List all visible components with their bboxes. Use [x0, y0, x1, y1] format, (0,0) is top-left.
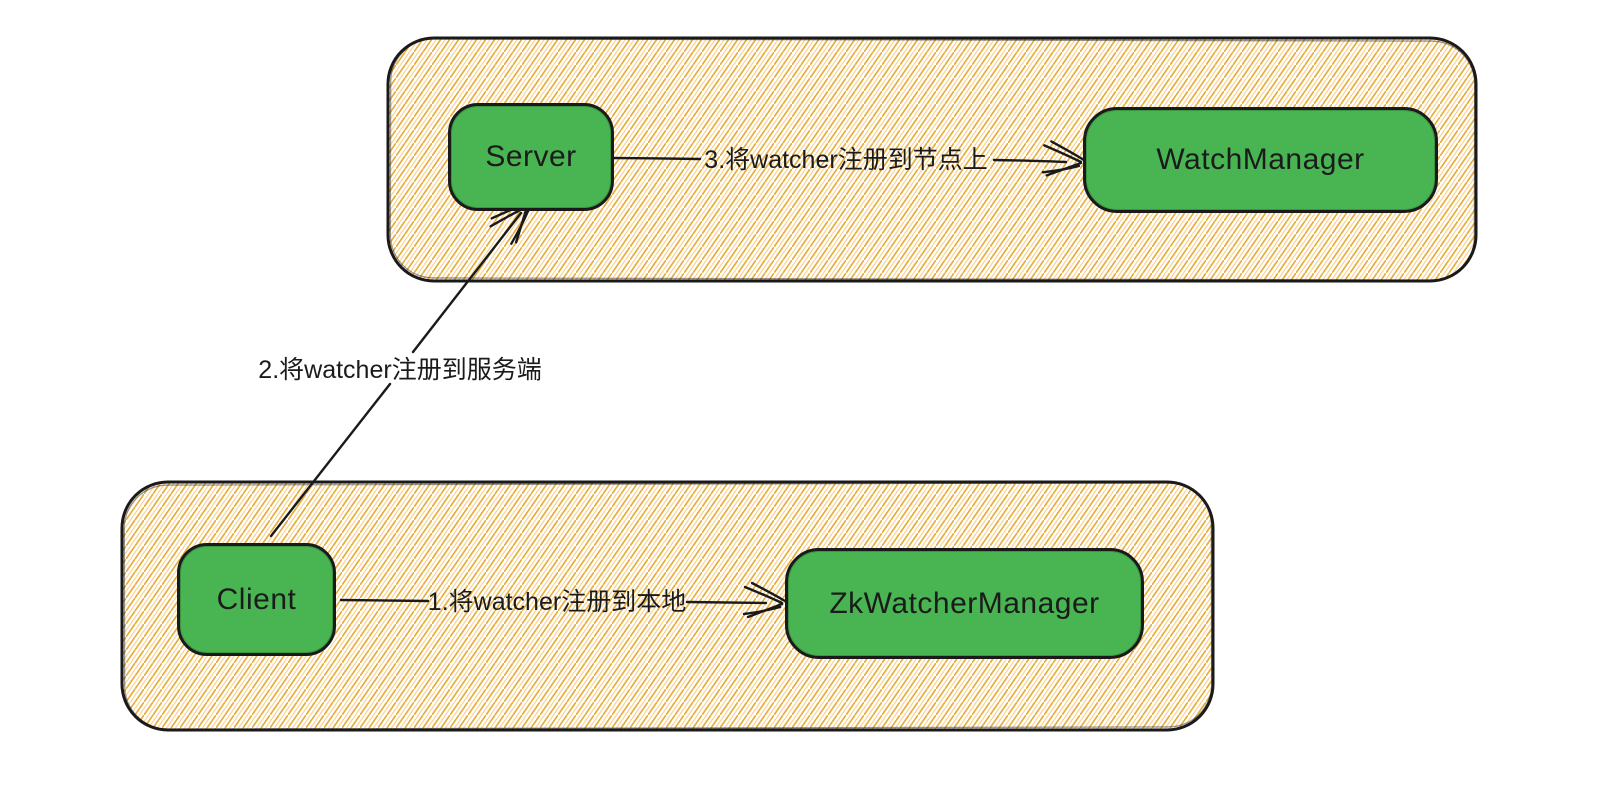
arrow-label-register-local: 1.将watcher注册到本地 [427, 588, 687, 616]
node-zk-watcher-manager-label: ZkWatcherManager [829, 586, 1100, 620]
server-group-container-sketch-stroke [389, 38, 1476, 281]
arrow-label-register-node: 3.将watcher注册到节点上 [704, 146, 988, 174]
client-group-container [120, 480, 1215, 732]
arrow-register-node [609, 156, 1068, 164]
node-watch-manager-label: WatchManager [1156, 143, 1365, 176]
client-group-container-sketch-stroke [123, 482, 1213, 730]
arrow-label-register-server: 2.将watcher注册到服务端 [258, 356, 542, 384]
arrow-register-server-line-lower [269, 382, 392, 538]
node-zk-watcher-manager: ZkWatcherManager [785, 548, 1144, 659]
arrow-register-local-line-left [339, 598, 430, 603]
node-client: Client [177, 543, 336, 656]
server-group-container [386, 36, 1478, 283]
node-watch-manager: WatchManager [1083, 107, 1438, 213]
arrow-register-node-line-right [992, 158, 1068, 164]
node-client-label: Client [216, 582, 297, 616]
arrow-register-local [339, 598, 768, 605]
arrow-register-server-line-upper [411, 211, 523, 354]
arrow-register-local-line-right [685, 600, 768, 605]
node-server-label: Server [485, 140, 577, 173]
node-server: Server [448, 103, 614, 211]
arrow-register-node-line-left [609, 156, 702, 161]
arrow-register-server [269, 211, 523, 538]
